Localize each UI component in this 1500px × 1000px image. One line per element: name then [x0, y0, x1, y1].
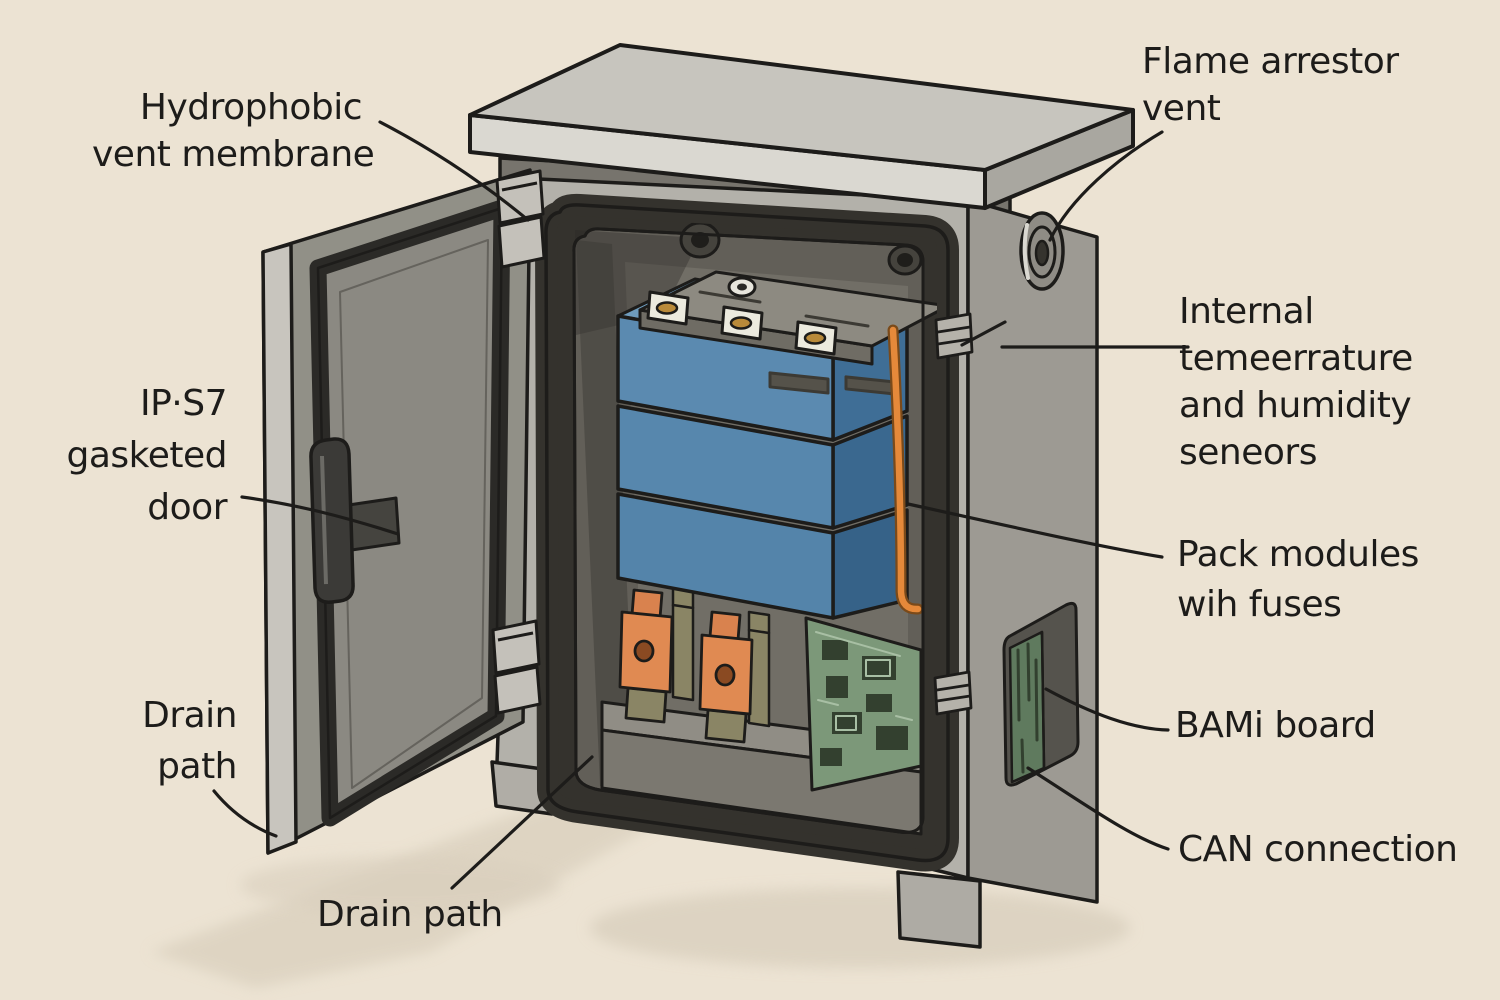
flame-arrestor-vent: [1019, 211, 1065, 291]
ground-shadow: [150, 782, 1130, 988]
lid-top-face: [468, 43, 1135, 172]
door-latch-keepers: [933, 312, 974, 716]
label-line: Drain path: [317, 894, 503, 935]
label-gasketed-door: IP·S7 gasketed door: [57, 378, 228, 534]
fuse-holders: [618, 588, 754, 744]
label-line: seneors: [1179, 432, 1317, 473]
leader-internal-sensors-tick: [960, 320, 1007, 347]
label-can-connection: CAN connection: [1178, 826, 1458, 873]
terminal-blocks: [646, 290, 838, 356]
label-line: gasketed: [66, 435, 228, 476]
leader-pack-modules: [906, 502, 1164, 559]
door-inner-panel-line: [339, 239, 489, 789]
label-line: vent membrane: [92, 134, 375, 175]
opening-gasket-outline: [544, 203, 950, 863]
battery-module-3: [616, 492, 835, 620]
latch-keeper-top: [934, 312, 974, 360]
latch-keeper-bottom: [933, 670, 973, 716]
leader-can-connection: [1026, 766, 1170, 851]
label-hydrophobic-vent-membrane: Hydrophobic vent membrane: [92, 84, 375, 178]
label-line: BAMi board: [1175, 705, 1376, 746]
leader-drain-path-left: [212, 789, 278, 838]
label-line: path: [157, 746, 237, 787]
fuse-holder-2: [698, 610, 754, 744]
label-line: Hydrophobic: [139, 87, 363, 128]
leader-drain-path-bottom: [450, 755, 594, 890]
label-drain-path-bottom: Drain path: [317, 891, 503, 938]
label-drain-path-left: Drain path: [97, 690, 237, 792]
label-pack-modules: Pack modules wih fuses: [1177, 530, 1419, 630]
door-edge: [261, 242, 298, 855]
leader-gasketed-door: [240, 495, 400, 536]
interior-top-shade: [575, 230, 700, 335]
label-bami-board: BAMi board: [1175, 702, 1376, 749]
hinge-top: [495, 169, 546, 269]
bms-pcb: [804, 616, 923, 792]
corner-bolt-right: [887, 244, 923, 276]
label-internal-sensors: Internal temeerrature and humidity seneo…: [1179, 288, 1413, 476]
label-line: and humidity: [1179, 385, 1412, 426]
side-pcb-window: [1002, 601, 1080, 787]
label-line: Flame arrestor: [1142, 41, 1399, 82]
label-line: door: [147, 487, 227, 528]
door: [261, 168, 532, 855]
opening-inner-outline: [572, 227, 925, 834]
label-line: CAN connection: [1178, 829, 1458, 870]
leader-hydrophobic-vent-membrane: [378, 120, 530, 222]
label-line: vent: [1142, 88, 1221, 129]
corner-bolt-left: [679, 221, 721, 259]
label-line: IP·S7: [139, 383, 228, 424]
leader-bami-board: [1044, 687, 1170, 732]
label-line: Pack modules: [1177, 534, 1419, 575]
label-line: Drain: [142, 695, 237, 736]
enclosure-foot-right: [896, 870, 982, 949]
battery-module-2: [616, 404, 835, 530]
leader-flame-arrestor-vent: [1048, 130, 1164, 242]
leader-lines: [212, 120, 1190, 890]
label-line: wih fuses: [1177, 584, 1342, 625]
label-flame-arrestor-vent: Flame arrestor vent: [1142, 38, 1399, 132]
fuse-holder-1: [618, 588, 674, 724]
door-gasket-outline: [316, 206, 504, 820]
enclosure-lid: [468, 43, 1135, 210]
label-line: temeerrature: [1179, 338, 1413, 379]
door-handle-bar: [309, 437, 355, 604]
orange-cable: [887, 324, 924, 615]
label-line: Internal: [1179, 291, 1314, 332]
enclosure-side-panel: [966, 198, 1099, 904]
hinge-bottom: [491, 619, 542, 715]
